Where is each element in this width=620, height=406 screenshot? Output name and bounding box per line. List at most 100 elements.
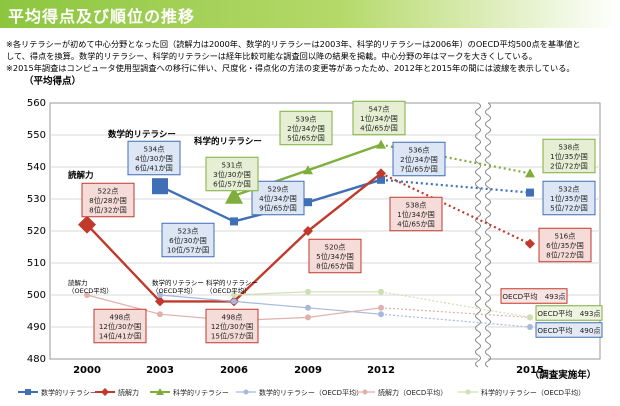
legend-marker-math xyxy=(25,389,31,395)
legend-label-oecd_reading: 読解力（OECD平均） xyxy=(378,388,447,397)
annotation-text-science-2009: 2位/34か国 xyxy=(287,124,325,133)
marker-science-2015 xyxy=(525,168,535,178)
legend-marker-oecd_reading xyxy=(362,389,368,395)
y-tick-label: 530 xyxy=(27,194,46,205)
annotation-text-science-2006: 3位/30か国 xyxy=(213,170,251,179)
annotation-text-science-2012: 1位/34か国 xyxy=(360,114,398,123)
annotation-text-science-2012: 4位/65か国 xyxy=(360,123,398,132)
legend-label-oecd_science: 科学的リテラシー（OECD平均） xyxy=(481,388,585,397)
series-line-oecd_math xyxy=(159,294,382,315)
annotation-text-math-2015: 1位/35か国 xyxy=(550,194,588,203)
annotation-text-science-2006: 531点 xyxy=(222,160,243,169)
series-label-oecd_math: （OECD平均） xyxy=(152,286,197,295)
annotation-text-science-2015: 1位/35か国 xyxy=(550,152,588,161)
marker-reading-2003 xyxy=(155,296,165,307)
legend-marker-science xyxy=(156,388,164,395)
y-axis-label: （平均得点） xyxy=(24,75,81,87)
series-label-oecd_reading: 読解力 xyxy=(68,278,88,287)
annotation-box-math-2012 xyxy=(392,141,446,177)
x-tick-label: 2003 xyxy=(146,365,174,376)
marker-oecd_math-2009 xyxy=(305,304,311,311)
marker-math-2009 xyxy=(304,198,312,207)
annotation-box-math-2003 xyxy=(127,140,181,176)
annotation-text-reading-2015: 6位/35か国 xyxy=(546,241,584,250)
legend-marker-oecd_science xyxy=(465,389,471,395)
note-line-3: ※2015年調査はコンピュータ使用型調査への移行に伴い、尺度化・得点化の方法の変… xyxy=(6,63,575,73)
annotation-text-reading-2000: 8位/32か国 xyxy=(89,205,127,214)
annotation-text-science-2009: 5位/65か国 xyxy=(287,133,325,142)
legend-marker-oecd_math xyxy=(243,389,249,395)
marker-oecd_math-2012 xyxy=(378,311,384,318)
y-tick-label: 500 xyxy=(27,290,46,301)
annotation-text-math-2012: 536点 xyxy=(409,145,430,154)
legend-label-science: 科学的リテラシー xyxy=(173,388,229,397)
annotation-text-reading-2000: 522点 xyxy=(98,186,119,195)
series-label-math: 数学的リテラシー xyxy=(108,129,176,140)
marker-science-2009 xyxy=(303,165,313,175)
annotation-text-reading-2006: 12位/30か国 xyxy=(211,322,253,331)
annotation-text-math-2012: 2位/34か国 xyxy=(400,155,438,164)
note-line-2: して、得点を換算。数学的リテラシー、科学的リテラシーは経年比較可能な調査回以降の… xyxy=(6,51,537,61)
x-tick-label: 2012 xyxy=(367,365,395,376)
annotation-text-science-2006: 6位/57か国 xyxy=(213,179,251,188)
legend-label-oecd_math: 数学的リテラシー（OECD平均） xyxy=(259,388,363,397)
annotation-text-reading-2003: 12位/30か国 xyxy=(99,322,141,331)
break-wave-left xyxy=(475,102,481,368)
series-dotted-oecd_math xyxy=(380,313,531,328)
y-tick-label: 490 xyxy=(27,322,46,333)
annotation-box-science-2015 xyxy=(542,138,596,174)
legend-label-math: 数学的リテラシー xyxy=(41,388,97,397)
series-dotted-oecd_reading xyxy=(380,307,531,318)
annotation-text-reading-2009: 5位/34か国 xyxy=(316,252,354,261)
annotation-box-science-2006 xyxy=(205,156,259,192)
annotation-box-reading-2003 xyxy=(93,308,147,344)
annotation-text-oecd_reading-2015: OECD平均 493点 xyxy=(502,292,565,301)
annotation-text-math-2015: 5位/72か国 xyxy=(550,203,588,212)
x-tick-label: 2009 xyxy=(294,365,322,376)
annotation-text-math-2015: 532点 xyxy=(559,184,580,193)
x-tick-label: 2000 xyxy=(73,365,101,376)
annotation-text-science-2015: 538点 xyxy=(559,142,580,151)
annotation-text-science-2012: 547点 xyxy=(369,104,390,113)
marker-oecd_reading-2003 xyxy=(157,311,163,318)
note-line-1: ※各リテラシーが初めて中心分野となった回（読解力は2000年、数学的リテラシーは… xyxy=(6,39,581,49)
annotation-text-math-2009: 4位/34か国 xyxy=(259,194,297,203)
break-band xyxy=(478,101,488,361)
annotation-box-reading-2000 xyxy=(81,182,135,218)
series-label-oecd_reading: （OECD平均） xyxy=(68,286,113,295)
annotation-box-reading-2009 xyxy=(308,238,362,274)
annotation-text-reading-2003: 498点 xyxy=(110,312,131,321)
marker-oecd_science-2012 xyxy=(378,288,384,295)
annotation-text-reading-2015: 516点 xyxy=(555,231,576,240)
annotation-text-math-2009: 9位/65か国 xyxy=(259,203,297,212)
annotation-box-math-2006 xyxy=(161,222,215,258)
annotation-text-oecd_math-2015: OECD平均 490点 xyxy=(537,326,600,335)
annotation-text-oecd_science-2015: OECD平均 493点 xyxy=(537,309,600,318)
annotation-text-reading-2012: 4位/65か国 xyxy=(397,219,435,228)
annotation-box-reading-2015 xyxy=(538,227,592,263)
annotation-text-science-2015: 2位/72か国 xyxy=(550,161,588,170)
annotation-text-math-2003: 534点 xyxy=(144,144,165,153)
marker-math-2006 xyxy=(230,217,238,226)
series-dotted-oecd_science xyxy=(380,291,531,318)
annotation-text-math-2006: 10位/57か国 xyxy=(167,245,209,254)
annotation-text-math-2003: 6位/41か国 xyxy=(135,163,173,172)
legend-label-reading: 読解力 xyxy=(118,388,139,397)
annotation-text-reading-2000: 8位/28か国 xyxy=(89,196,127,205)
marker-reading-2012 xyxy=(376,168,386,179)
annotation-box-science-2009 xyxy=(279,110,333,146)
series-label-reading: 読解力 xyxy=(68,170,94,181)
annotation-text-reading-2015: 8位/72か国 xyxy=(546,250,584,259)
y-tick-label: 560 xyxy=(27,98,46,109)
annotation-box-oecd_science-2015 xyxy=(535,305,603,321)
marker-oecd_science-2006 xyxy=(231,292,237,298)
marker-reading-2009 xyxy=(303,226,313,236)
x-tick-label: 2015 xyxy=(516,365,544,376)
y-tick-label: 550 xyxy=(27,130,46,141)
y-tick-label: 540 xyxy=(27,162,46,173)
marker-math-2012 xyxy=(377,175,385,184)
marker-oecd_math-2006 xyxy=(231,298,237,305)
annotation-box-science-2012 xyxy=(352,100,406,136)
annotation-box-math-2015 xyxy=(542,180,596,216)
